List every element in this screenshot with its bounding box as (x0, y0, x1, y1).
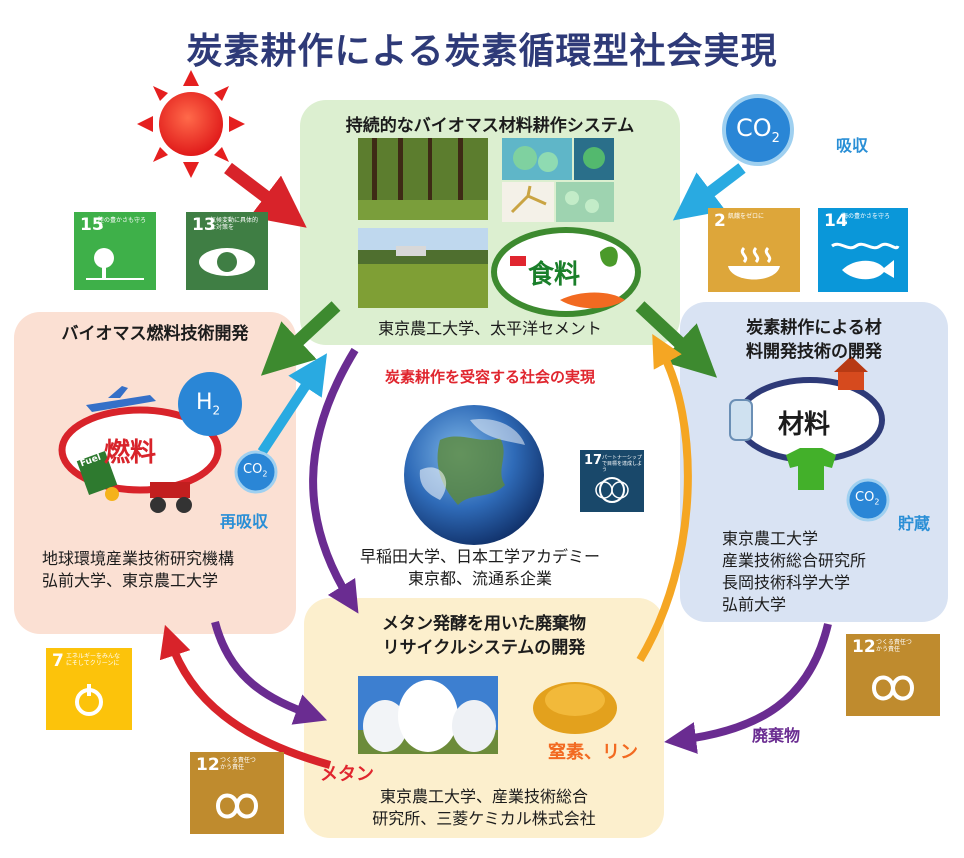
fuel-emblem (58, 386, 222, 513)
top-panel-partners: 東京農工大学、太平洋セメント (378, 319, 602, 338)
sdg15-number: 15 (80, 215, 104, 235)
sdg2-badge: 2 飢餓をゼロに (708, 208, 800, 292)
sdg17-badge: 17 パートナーシップで目標を達成しよう (580, 450, 644, 512)
nitrogen-phosphorus-label: 窒素、リン (548, 742, 638, 763)
left-panel-title: バイオマス燃料技術開発 (61, 324, 249, 344)
earth-icon (404, 405, 544, 545)
right-panel-partner-4: 弘前大学 (722, 595, 787, 614)
sdg12-icon-left (190, 752, 284, 834)
sdg13-icon (186, 212, 268, 290)
methane-plant-photo (358, 676, 498, 754)
sdg7-caption: エネルギーをみんなにそしてクリーンに (66, 653, 121, 667)
sdg7-badge: 7 エネルギーをみんなにそしてクリーンに (46, 648, 132, 730)
waste-label: 廃棄物 (752, 726, 801, 745)
sdg12-caption-right: つくる責任つかう責任 (876, 639, 912, 653)
h2-label: H2 (196, 390, 221, 418)
sdg14-badge: 14 海の豊かさを守ろう (818, 208, 908, 292)
bottom-panel-title-line2: リサイクルシステムの開発 (382, 638, 586, 658)
waste-arrow (664, 623, 832, 754)
sdg12-icon-right (846, 634, 940, 716)
bottom-panel-partners-line2: 研究所、三菱ケミカル株式会社 (372, 809, 596, 828)
methane-label: メタン (320, 764, 374, 785)
sdg12-number-left: 12 (196, 755, 220, 775)
top-panel-title: 持続的なバイオマス材料耕作システム (345, 116, 635, 136)
forest-photo (358, 138, 488, 220)
field-photo (358, 228, 488, 308)
right-panel-partner-3: 長岡技術科学大学 (722, 573, 851, 592)
sdg15-badge: 15 陸の豊かさも守ろう (74, 212, 156, 290)
sdg2-number: 2 (714, 211, 726, 231)
sdg13-caption: 気候変動に具体的な対策を (210, 217, 259, 231)
sdg7-number: 7 (52, 651, 64, 671)
h2-bubble (178, 372, 242, 436)
co2-label-top: CO2 (736, 114, 780, 146)
right-panel-title-line1: 炭素耕作による材 (746, 318, 882, 338)
material-label: 材料 (778, 410, 831, 440)
sdg15-icon (74, 212, 156, 290)
top-to-left-arrow (260, 301, 341, 376)
absorb-label: 吸収 (836, 136, 869, 155)
top-to-bottom-arrow (309, 347, 359, 614)
storage-label: 貯蔵 (898, 514, 931, 533)
co2-bubble-right (846, 478, 890, 522)
sdg2-caption: 飢餓をゼロに (728, 213, 765, 220)
sdg12-badge-left: 12 つくる責任つかう責任 (190, 752, 284, 834)
right-panel-title-line2: 料開発技術の開発 (746, 342, 882, 362)
sdg7-icon (46, 648, 132, 730)
sdg13-number: 13 (192, 215, 216, 235)
bottom-panel-partners-line1: 東京農工大学、産業技術総合 (379, 787, 588, 806)
sdg17-icon (580, 450, 644, 512)
fuel-label: 燃料 (104, 438, 157, 468)
center-partners-line1: 早稲田大学、日本工学アカデミー (359, 547, 600, 566)
sdg13-badge: 13 気候変動に具体的な対策を (186, 212, 268, 290)
sdg12-number-right: 12 (852, 637, 876, 657)
center-partners-line2: 東京都、流通系企業 (407, 569, 552, 588)
left-to-bottom-arrow (211, 620, 328, 725)
left-panel-partners-line1: 地球環境産業技術研究機構 (42, 549, 235, 568)
reabsorb-label: 再吸収 (220, 512, 269, 531)
food-emblem (491, 227, 641, 317)
sdg14-icon (818, 208, 908, 292)
sdg17-number: 17 (584, 453, 603, 468)
co2-label-right: CO2 (855, 490, 880, 507)
sdg12-badge-right: 12 つくる責任つかう責任 (846, 634, 940, 716)
co2-absorb-arrow (672, 163, 746, 221)
sun-arrow (224, 162, 307, 228)
sdg2-icon (708, 208, 800, 292)
nutrient-arrow (636, 334, 692, 663)
algae-photo (502, 138, 614, 222)
co2-bubble-left (234, 450, 278, 494)
bottom-panel-title-line1: メタン発酵を用いた廃棄物 (382, 614, 586, 634)
right-panel-partner-1: 東京農工大学 (722, 529, 819, 548)
left-panel-partners-line2: 弘前大学、東京農工大学 (42, 571, 219, 590)
top-to-right-arrow (635, 301, 718, 378)
co2-bubble-top (722, 94, 794, 166)
sdg17-caption: パートナーシップで目標を達成しよう (602, 455, 643, 473)
fertilizer-powder (533, 682, 617, 734)
co2-reabsorb-arrow (257, 353, 327, 455)
center-title: 炭素耕作を受容する社会の実現 (384, 368, 595, 386)
material-emblem (729, 356, 885, 490)
sdg14-caption: 海の豊かさを守ろう (842, 213, 891, 227)
right-panel-partner-2: 産業技術総合研究所 (722, 551, 867, 570)
methane-arrow (159, 624, 332, 769)
sdg15-caption: 陸の豊かさも守ろう (98, 217, 147, 231)
page-title: 炭素耕作による炭素循環型社会実現 (186, 31, 778, 72)
food-label: 食料 (528, 260, 581, 290)
sun-icon (137, 70, 245, 178)
co2-label-left: CO2 (243, 462, 268, 479)
sdg14-number: 14 (824, 211, 848, 231)
sdg12-caption-left: つくる責任つかう責任 (220, 757, 256, 771)
